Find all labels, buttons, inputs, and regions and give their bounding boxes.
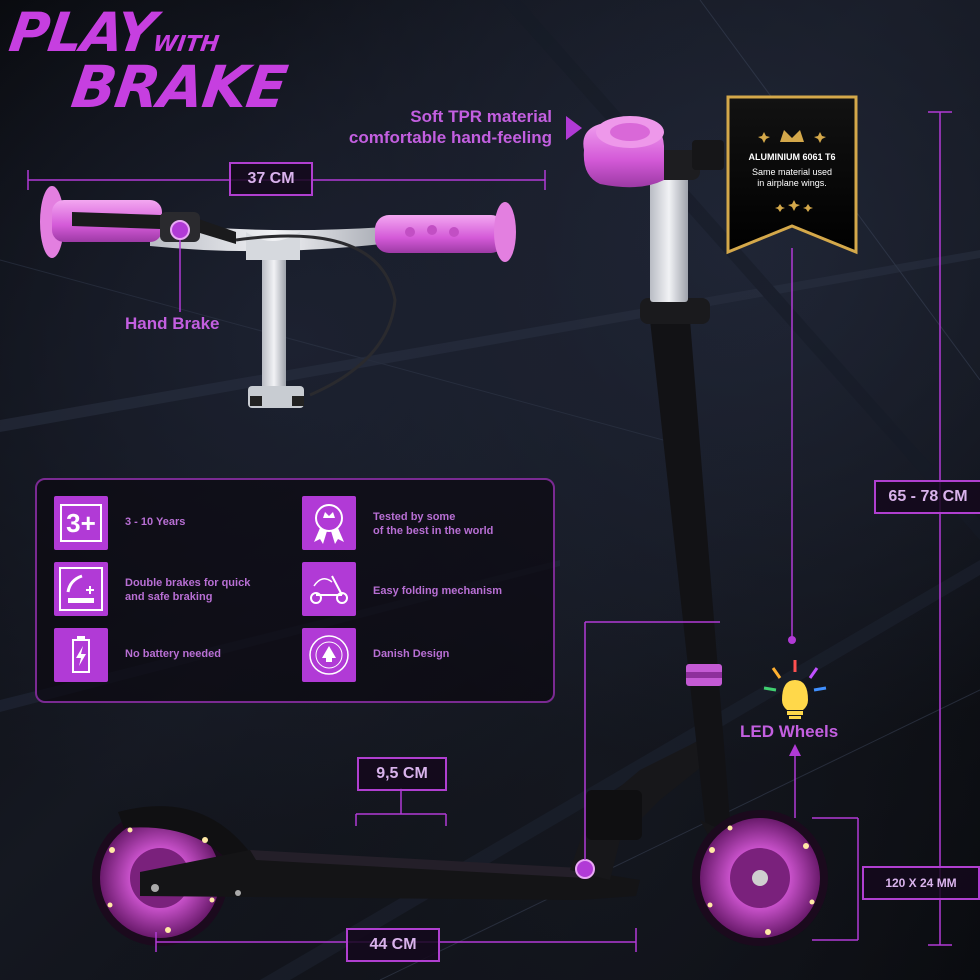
- feature-brake-label2: and safe braking: [125, 591, 213, 603]
- folding-scooter-icon: [302, 562, 356, 616]
- led-wheels-label: LED Wheels: [740, 722, 839, 741]
- led-bulb-icon: [763, 660, 827, 719]
- badge-line1: Same material used: [751, 167, 833, 177]
- feature-tested-text: Tested by some of the best in the world: [373, 510, 493, 538]
- scooter: [92, 116, 828, 946]
- feature-tested-label1: Tested by some: [373, 511, 456, 523]
- hand-brake-label: Hand Brake: [125, 314, 220, 333]
- handlebar-detail: [40, 186, 516, 408]
- handlebar-width-tag: 37 CM: [229, 162, 313, 196]
- feature-brake-text: Double brakes for quick and safe braking: [125, 576, 250, 604]
- age-icon-text: 3+: [60, 504, 102, 542]
- headline: PLAYWITH BRAKE: [0, 1, 297, 121]
- callout-arrow-icon: [566, 116, 582, 140]
- soft-tpr-callout: Soft TPR material comfortable hand-feeli…: [300, 106, 552, 148]
- feature-age-text: 3 - 10 Years: [125, 515, 185, 529]
- badge-title: ALUMINIUM 6061 T6: [748, 152, 836, 162]
- badge-line2: in airplane wings.: [757, 178, 827, 188]
- deck-length-tag: 44 CM: [346, 928, 440, 962]
- battery-icon: [54, 628, 108, 682]
- soft-tpr-line1: Soft TPR material: [410, 107, 552, 126]
- aluminium-badge-shape: [726, 95, 858, 255]
- wheel-size-tag: 120 X 24 MM: [862, 866, 980, 900]
- feature-battery-label: No battery needed: [125, 648, 221, 660]
- award-ribbon-icon: [302, 496, 356, 550]
- badge-description: Same material used in airplane wings.: [735, 167, 849, 189]
- age-3plus-icon: 3+: [54, 496, 108, 550]
- feature-danish-text: Danish Design: [373, 647, 449, 661]
- feature-age-label: 3 - 10 Years: [125, 516, 186, 528]
- feature-panel: [35, 478, 555, 703]
- feature-folding-text: Easy folding mechanism: [373, 584, 502, 598]
- feature-danish-label: Danish Design: [373, 648, 450, 660]
- headline-brake: BRAKE: [67, 53, 291, 121]
- deck-width-tag: 9,5 CM: [357, 757, 447, 791]
- feature-tested-label2: of the best in the world: [373, 525, 494, 537]
- feature-battery-text: No battery needed: [125, 647, 221, 661]
- feature-brake-label1: Double brakes for quick: [125, 577, 251, 589]
- soft-tpr-line2: comfortable hand-feeling: [348, 128, 552, 147]
- feature-folding-label: Easy folding mechanism: [373, 585, 502, 597]
- height-tag: 65 - 78 CM: [874, 480, 980, 514]
- double-brake-icon: [54, 562, 108, 616]
- danish-design-seal-icon: [302, 628, 356, 682]
